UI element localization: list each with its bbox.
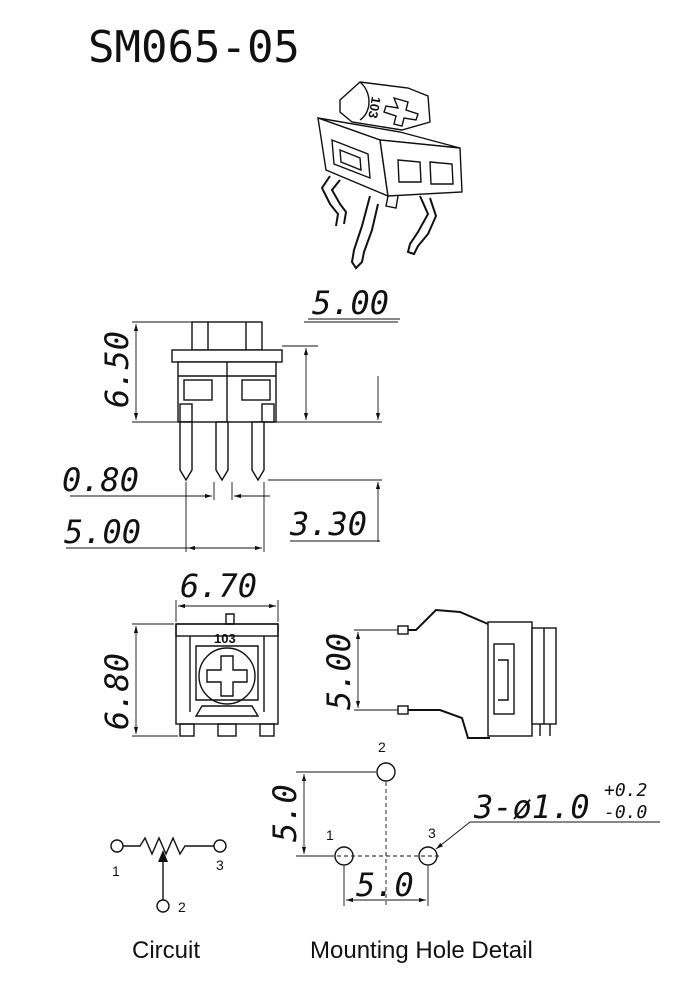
front-view	[66, 318, 400, 552]
circuit-pin2-terminal	[156, 899, 170, 913]
hole-tol-plus: +0.2	[604, 780, 647, 801]
svg-text:103: 103	[365, 95, 384, 119]
hole-3-label: 3	[428, 825, 436, 841]
part-number-title: SM065-05	[88, 22, 300, 73]
hole-1-label: 1	[326, 827, 334, 843]
dim-hole-vertical: 5.0	[266, 784, 304, 842]
dim-top-height: 6.80	[98, 653, 136, 730]
dim-hole-horizontal: 5.0	[356, 866, 414, 904]
dim-front-width-top: 5.00	[312, 284, 389, 322]
circuit-pin3-label: 3	[216, 857, 224, 873]
hole-2-label: 2	[378, 739, 386, 755]
mounting-caption: Mounting Hole Detail	[310, 937, 533, 964]
circuit-pin1-label: 1	[112, 863, 120, 879]
dim-top-width: 6.70	[180, 567, 257, 605]
resistance-code: 103	[214, 631, 236, 646]
dim-front-height: 6.50	[98, 331, 136, 408]
circuit-schematic	[110, 836, 227, 913]
dim-pin-length: 3.30	[289, 505, 367, 543]
hole-tol-minus: -0.0	[604, 802, 647, 823]
hole-spec: 3-ø1.0	[473, 788, 590, 826]
side-view	[354, 608, 557, 739]
top-view	[132, 600, 279, 737]
circuit-pin1-terminal	[110, 839, 124, 853]
isometric-view: 103	[317, 81, 463, 270]
circuit-pin3-terminal	[213, 839, 227, 853]
dim-pin-width: 0.80	[62, 461, 139, 499]
circuit-caption: Circuit	[132, 937, 200, 964]
mounting-hole-diagram	[296, 762, 660, 906]
circuit-pin2-label: 2	[178, 899, 186, 915]
dim-pin-pitch: 5.00	[64, 513, 141, 551]
dim-lead-spacing: 5.00	[320, 633, 358, 710]
hole-2	[376, 762, 396, 782]
